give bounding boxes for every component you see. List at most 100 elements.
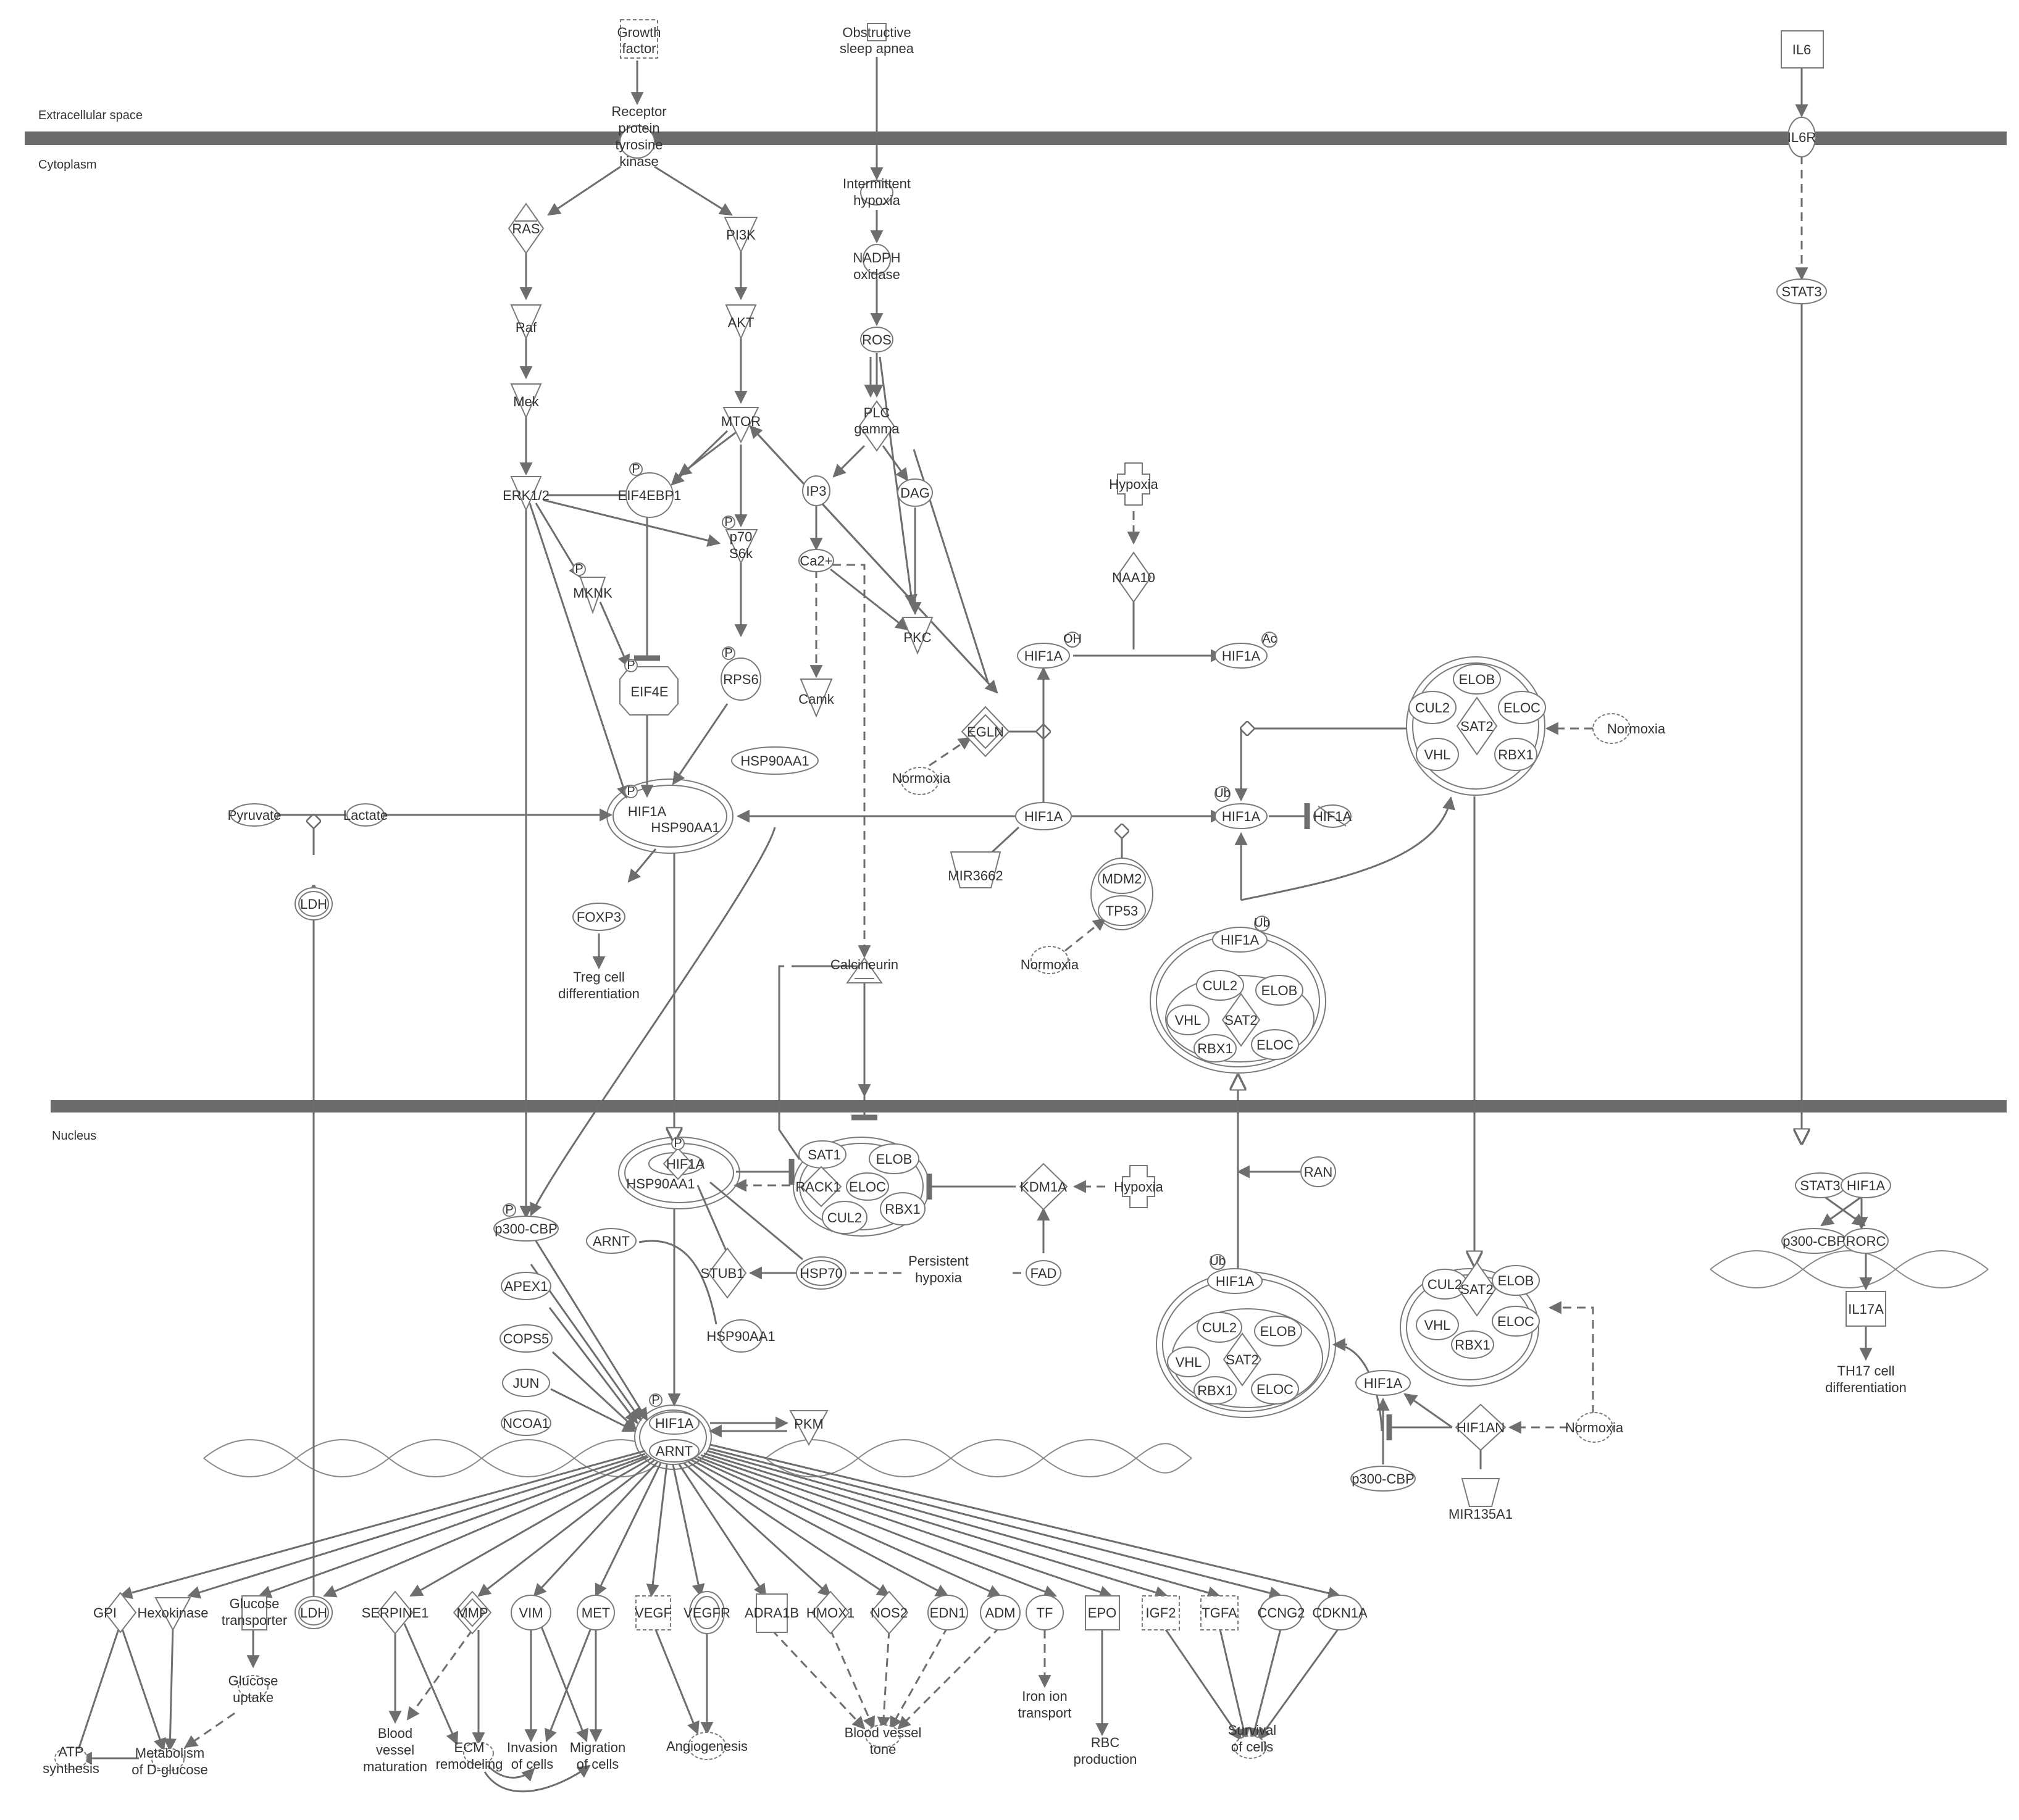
- foxp3-shape: [572, 903, 625, 931]
- label-n-ub-eloc: ELOC: [1256, 1382, 1294, 1397]
- label-naa10: NAA10: [1112, 570, 1155, 585]
- badge-p-p70-text: P: [724, 516, 732, 529]
- ldh-c-inner: [298, 891, 329, 917]
- dag-shape: [897, 478, 933, 507]
- ran-shape: [1300, 1156, 1336, 1187]
- normoxia-vhl-shape: [1592, 713, 1631, 744]
- n-ub-elob-shape: [1254, 1316, 1302, 1346]
- hif1a-ub-shape: [1214, 803, 1268, 829]
- label-mtor: MTOR: [721, 414, 761, 429]
- n-ub-cul2-shape: [1197, 1312, 1242, 1343]
- adm-shape: [980, 1595, 1021, 1630]
- stat3-c-shape: [1776, 278, 1827, 304]
- label-ub-rbx1: RBX1: [1197, 1041, 1232, 1056]
- label-hif1a-ac: HIF1A: [1222, 648, 1261, 664]
- label-ub-cul2: CUL2: [1203, 978, 1237, 993]
- label-normoxia-n: Normoxia: [1565, 1420, 1624, 1435]
- hif1a-arnt-a-shape: [649, 1439, 700, 1463]
- rorc-shape: [1843, 1228, 1889, 1254]
- mknk-shape: [579, 577, 606, 615]
- badge-p-hif1a-arnt: [649, 1393, 663, 1407]
- label-gpi: GPI: [93, 1605, 117, 1621]
- p300-n-shape: [493, 1216, 559, 1242]
- label-hif1a-th: HIF1A: [1847, 1178, 1886, 1193]
- hsp70-shape-inner: [801, 1260, 842, 1286]
- camk-shape: [800, 678, 833, 718]
- label-ccng2: CCNG2: [1257, 1605, 1305, 1621]
- rps6-shape: [721, 657, 761, 701]
- badge-ac: [1261, 632, 1277, 648]
- normoxia-mdm-shape: [1030, 946, 1069, 974]
- label-rack-cul2: CUL2: [827, 1210, 862, 1225]
- ca2-shape: [798, 549, 834, 572]
- egln-shape-inner: [968, 714, 1003, 749]
- label-hif1an: HIF1AN: [1457, 1420, 1505, 1435]
- mdm2-shape: [1098, 863, 1146, 894]
- badge-p-mknk: [572, 562, 586, 576]
- label-ras: RAS: [512, 221, 540, 236]
- mir3662-shape: [950, 851, 1001, 888]
- cdkn1a-shape: [1317, 1595, 1363, 1630]
- hif1a-hsp90-complex-cytoplasm: [606, 779, 734, 854]
- label-rack-rack1: RACK1: [795, 1179, 840, 1195]
- calcineurin-shape: [846, 957, 883, 983]
- label-p300-n: p300-CBP: [495, 1221, 558, 1237]
- metab-shape: [151, 1748, 185, 1771]
- label-pi3k: PI3K: [726, 227, 756, 243]
- rack-elob-shape: [869, 1143, 919, 1174]
- ub-vhl-shape: [1166, 1004, 1210, 1035]
- label-raf: Raf: [516, 320, 537, 335]
- label-hif1a-n2: HIF1A: [1364, 1375, 1403, 1391]
- label-pkc: PKC: [903, 630, 931, 645]
- epo-shape: [1085, 1595, 1120, 1630]
- label-normoxia-egln: Normoxia: [892, 770, 951, 786]
- hif1a-ac-shape: [1214, 643, 1268, 669]
- badge-p-rps6-text: P: [724, 646, 732, 660]
- label-hsp90aa1-c: HSP90AA1: [740, 753, 809, 769]
- label-hif1a-hsp-c: HIF1A: [628, 804, 667, 819]
- fad-shape: [1026, 1260, 1061, 1286]
- apex1-shape: [501, 1272, 551, 1300]
- hsp90aa1-n-shape: [719, 1319, 763, 1353]
- label-mknk: MKNK: [573, 585, 612, 601]
- label-normoxia-mdm: Normoxia: [1021, 957, 1079, 972]
- hif1a-th-shape: [1841, 1172, 1891, 1198]
- hif1a-deg-strike: [1318, 806, 1347, 827]
- ub-hif1a-shape: [1212, 927, 1268, 953]
- label-rack-elob: ELOB: [876, 1151, 913, 1167]
- label-il17a: IL17A: [1848, 1301, 1884, 1317]
- label-stat3-n: STAT3: [1800, 1178, 1840, 1193]
- modification-badges: P P P P P P OH Ac Ub Ub P P P Ub: [503, 462, 1277, 1407]
- rptk-shape: [619, 125, 655, 159]
- label-igf2: IGF2: [1146, 1605, 1176, 1621]
- label-jun: JUN: [513, 1375, 540, 1391]
- label-angiogenesis: Angiogenesis: [666, 1739, 748, 1754]
- label-adm: ADM: [985, 1605, 1016, 1621]
- label-n-ub-hif1a: HIF1A: [1216, 1274, 1255, 1289]
- il17a-shape: [1846, 1291, 1886, 1327]
- rack-rack1-shape: [800, 1166, 842, 1208]
- label-mmp: MMP: [456, 1605, 488, 1621]
- tgfa-shape: [1200, 1595, 1239, 1630]
- badge-ub-complex-c: [1254, 916, 1270, 932]
- mmp-shape-inner: [459, 1598, 486, 1627]
- hif1a-center-shape: [1015, 802, 1072, 830]
- badge-p-p300-text: P: [505, 1203, 513, 1217]
- edges: [76, 57, 1873, 1793]
- label-kdm1a: KDM1A: [1020, 1179, 1067, 1195]
- badge-oh: [1064, 632, 1081, 648]
- label-tf: TF: [1037, 1605, 1053, 1621]
- label-ub-hif1a: HIF1A: [1221, 932, 1260, 948]
- label-hif1a-ub: HIF1A: [1222, 809, 1261, 824]
- jun-shape: [502, 1369, 550, 1397]
- label-mek: Mek: [513, 394, 540, 409]
